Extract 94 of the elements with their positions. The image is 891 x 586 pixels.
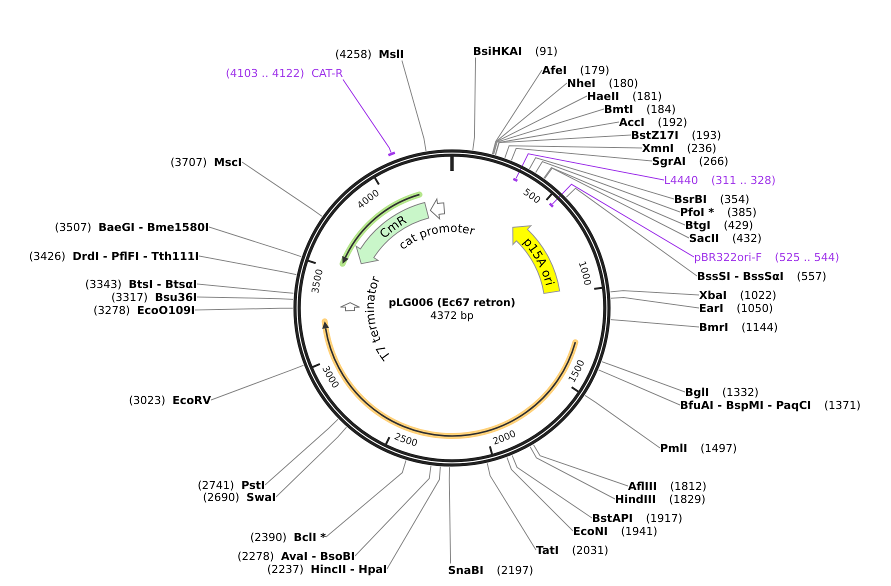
leader-line [610, 297, 700, 308]
restriction-site-label: SacII (432) [689, 232, 762, 244]
restriction-site-label: NheI (180) [567, 76, 638, 90]
leader-line [493, 108, 604, 155]
restriction-site-label: SnaBI (2197) [448, 564, 534, 576]
restriction-site-label: HindIII (1829) [615, 492, 706, 506]
leader-line [528, 157, 674, 200]
restriction-site-label: (4258) MslI [335, 48, 404, 60]
restriction-site-label: BsrBI (354) [674, 192, 750, 206]
leader-line [276, 426, 347, 498]
restriction-site-label: (2741) PstI [198, 478, 265, 492]
restriction-site-label: BglI (1332) [685, 386, 759, 398]
restriction-site-label: AccI (192) [619, 116, 688, 128]
restriction-site-label: BtgI (429) [685, 218, 754, 232]
restriction-site-label: (3343) BtsI - BtsαI [85, 278, 197, 290]
restriction-site-label: TatI (2031) [536, 544, 608, 556]
restriction-site-label: HaeII (181) [587, 90, 662, 102]
leader-line [196, 284, 294, 294]
leader-line [210, 364, 304, 400]
restriction-site-label: (3507) BaeGI - Bme1580I [54, 220, 209, 234]
restriction-site-label: BfuAI - BspMI - PaqCI (1371) [680, 398, 861, 412]
plasmid-size: 4372 bp [430, 310, 474, 322]
primer-label: pBR322ori-F (525 .. 544) [694, 250, 840, 264]
restriction-site-label: (3278) EcoO109I [93, 304, 195, 316]
leader-line [492, 82, 568, 155]
leader-line [401, 60, 426, 152]
leader-line [510, 148, 652, 162]
terminator-arrow [340, 302, 360, 312]
leader-line [242, 162, 322, 217]
primer-label: L4440 (311 .. 328) [664, 174, 776, 186]
restriction-site-label: BstAPI (1917) [592, 512, 682, 524]
leader-line [386, 466, 441, 570]
leader-line [601, 361, 686, 392]
primer-mark [512, 178, 518, 182]
leader-line [552, 184, 694, 258]
restriction-site-label: AflIII (1812) [628, 480, 707, 492]
leader-line [512, 454, 592, 518]
leader-line [494, 122, 620, 156]
restriction-site-label: BmtI (184) [604, 102, 676, 116]
restriction-site-label: BssSI - BssSαI (557) [697, 270, 826, 282]
leader-line [198, 256, 297, 276]
promoter-arrow [430, 198, 446, 220]
leader-line [530, 446, 616, 500]
restriction-site-label: (3426) DrdI - PflFI - Tth111I [28, 250, 199, 262]
restriction-site-label: (2690) SwaI [202, 490, 276, 504]
leader-line [598, 369, 680, 406]
restriction-site-label: AfeI (179) [542, 64, 610, 76]
restriction-site-label: (3707) MscI [170, 156, 242, 168]
leader-line [544, 167, 686, 226]
restriction-site-label: BsiHKAI (91) [473, 44, 558, 58]
leader-line [535, 161, 680, 212]
restriction-site-label: (2237) HincII - HpaI [267, 562, 387, 576]
leader-line [326, 460, 406, 538]
restriction-site-label: BstZ17I (193) [631, 128, 722, 142]
restriction-site-label: (2390) BclI * [250, 530, 326, 544]
restriction-site-label: (2278) AvaI - BsoBI [237, 550, 355, 562]
leader-line [516, 153, 664, 180]
leader-line [506, 456, 574, 532]
restriction-site-label: XbaI (1022) [699, 288, 776, 302]
leader-line [194, 308, 294, 310]
tick-label: 2000 [492, 428, 518, 448]
leader-line [486, 462, 536, 550]
restriction-site-label: (3317) Bsu36I [111, 290, 197, 304]
leader-line [448, 466, 452, 564]
leader-line [504, 145, 642, 158]
restriction-site-label: (3023) EcoRV [128, 394, 211, 406]
restriction-site-label: XmnI (236) [642, 142, 716, 154]
restriction-site-label: SgrAI (266) [652, 154, 728, 168]
leader-line [196, 296, 294, 300]
leader-line [264, 418, 339, 486]
tick-label: 2500 [392, 431, 419, 450]
leader-line [492, 70, 542, 154]
restriction-site-label: EarI (1050) [699, 302, 774, 314]
leader-line [342, 79, 392, 153]
restriction-site-label: EcoNI (1941) [573, 524, 658, 538]
restriction-site-label: BmrI (1144) [699, 320, 778, 334]
tick-label: 500 [520, 186, 542, 206]
leader-line [610, 319, 700, 328]
leader-line [472, 57, 476, 151]
leader-line [584, 394, 660, 448]
leader-line [566, 188, 698, 276]
restriction-site-label: PmlI (1497) [660, 442, 737, 454]
leader-line [610, 290, 700, 296]
primer-label: (4103 .. 4122) CAT-R [226, 66, 343, 80]
leader-line [533, 444, 628, 486]
leader-line [208, 226, 302, 258]
leader-line [544, 168, 690, 238]
leader-line [495, 134, 632, 156]
restriction-site-label: PfoI * (385) [680, 206, 757, 218]
plasmid-name: pLG006 (Ec67 retron) [388, 296, 516, 310]
primer-mark [388, 152, 396, 156]
leader-line [354, 465, 432, 556]
leader-line [492, 96, 588, 155]
primer-mark [548, 202, 554, 208]
